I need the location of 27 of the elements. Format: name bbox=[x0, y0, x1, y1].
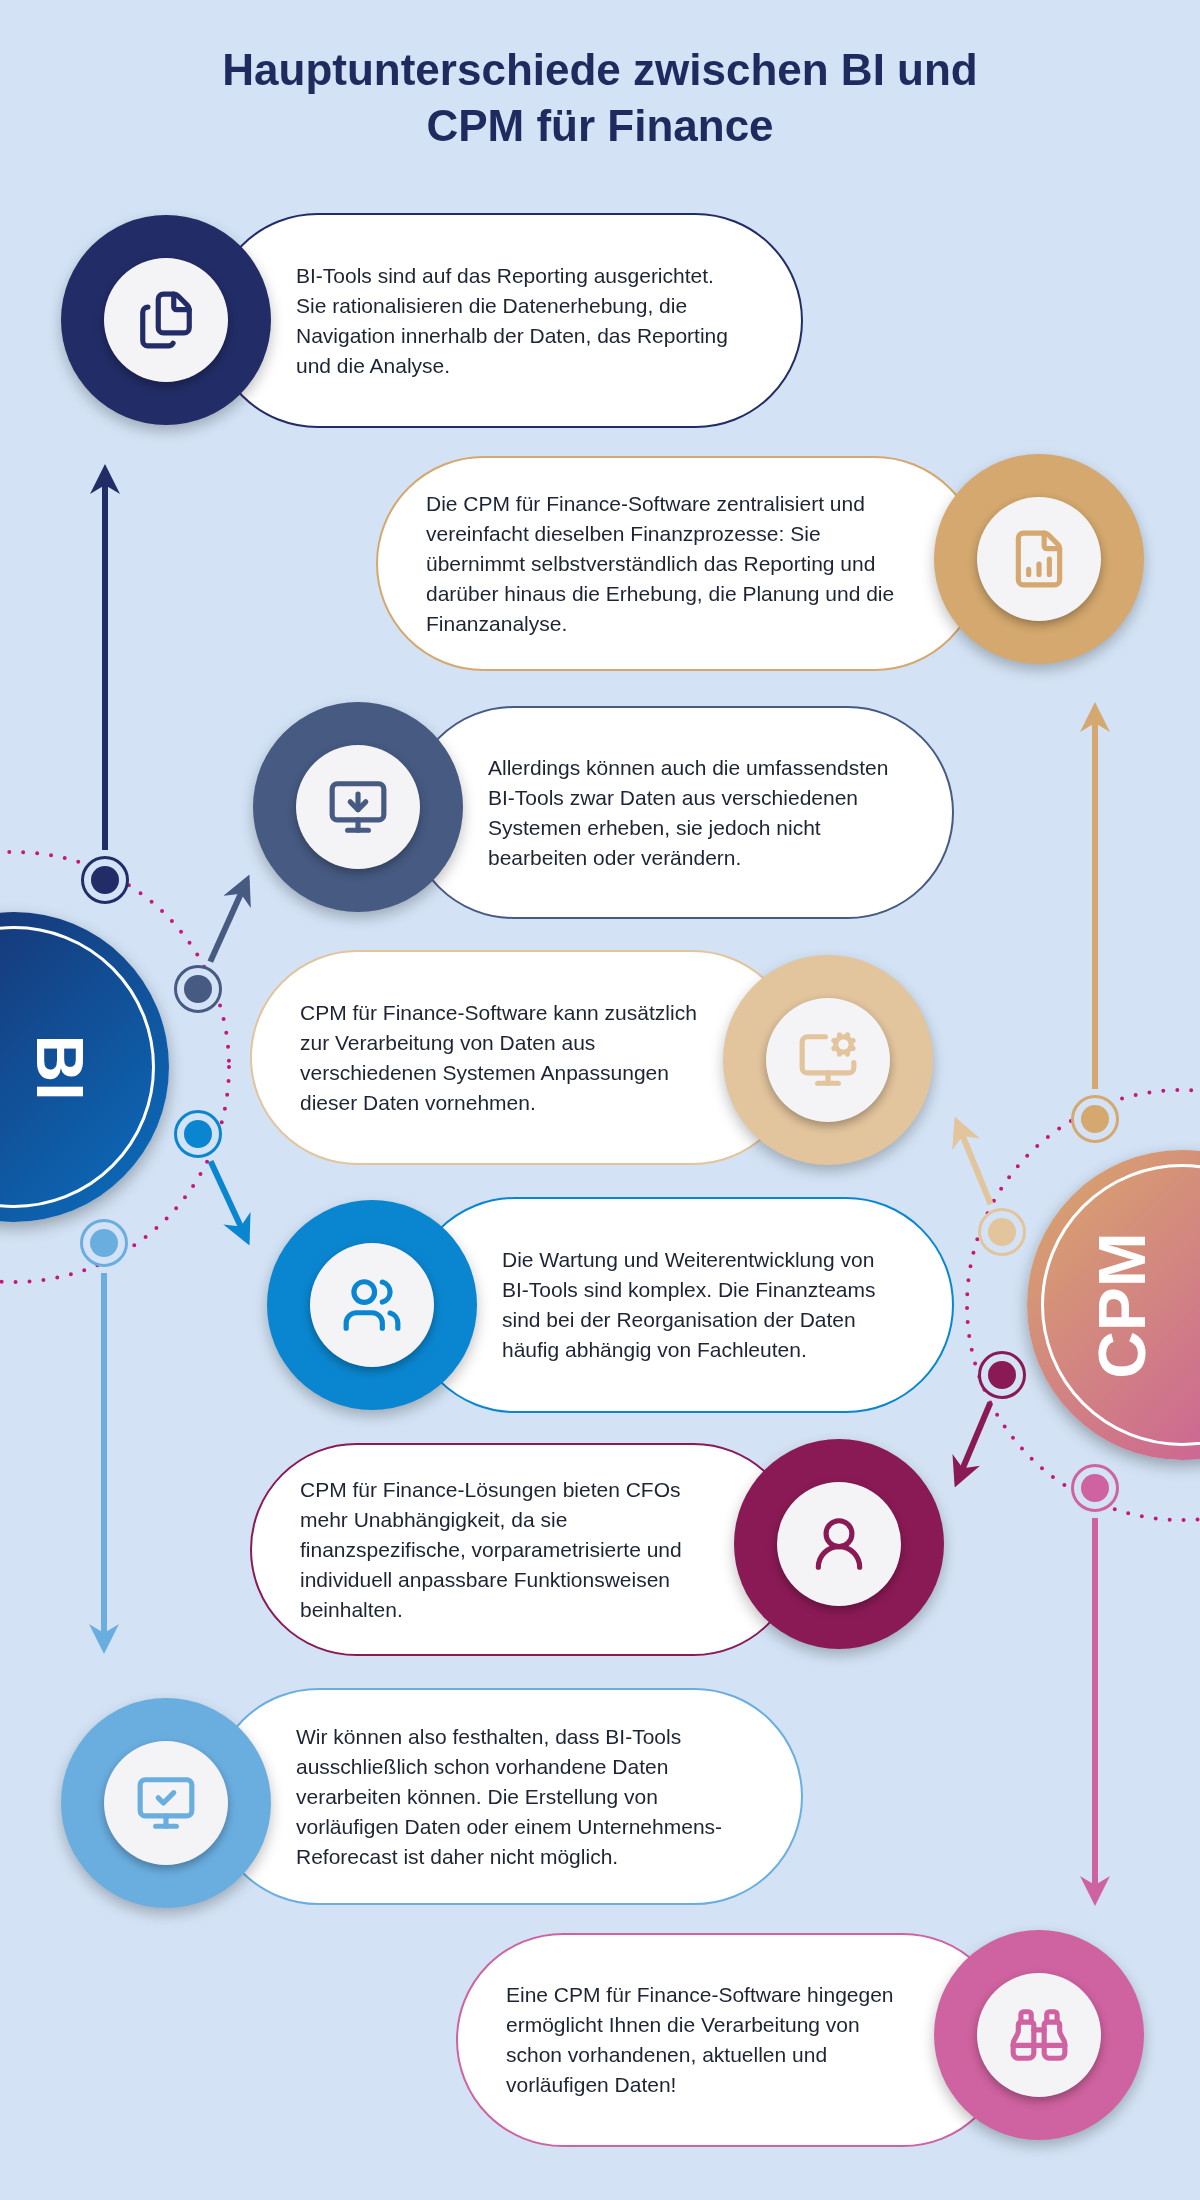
ring-marker bbox=[1071, 1095, 1119, 1143]
card-text: Die Wartung und Weiterentwicklung von BI-Tools sind komplex. Die Finanzteams sind bei der Reorganisation der Daten häufig abhängig von Fachleuten. bbox=[502, 1247, 877, 1363]
card-text: BI-Tools sind auf das Reporting ausgerichtet. Sie rationalisieren die Datenerhebung, die Navigation innerhalb der Daten, das Reporting und die Analyse. bbox=[296, 262, 729, 379]
card-text: Eine CPM für Finance-Software hingegen ermöglicht Ihnen die Verarbeitung von schon vorhandenen, aktuellen und vorläufigen Daten! bbox=[506, 1982, 895, 2098]
arrow bbox=[207, 874, 251, 963]
ring-marker bbox=[80, 1219, 128, 1267]
card-text: Wir können also festhalten, dass BI-Tools ausschließlich schon vorhandene Daten verarbeiten können. Die Erstellung von vorläufigen Daten oder einem Unternehmens-Reforecast ist daher nicht möglich. bbox=[296, 1723, 724, 1870]
arrow bbox=[89, 1273, 119, 1654]
arrow bbox=[90, 464, 120, 850]
title: Hauptunterschiede zwischen BI und CPM für Finance bbox=[221, 44, 979, 152]
arrow bbox=[1080, 702, 1110, 1089]
arrow bbox=[952, 1116, 994, 1206]
ring-marker bbox=[978, 1351, 1026, 1399]
card-text: Die CPM für Finance-Software zentralisiert und vereinfacht dieselben Finanzprozesse: Sie übernimmt selbstverständlich das Reporting und darüber hinaus die Erhebung, die Planung und die Finanzanalyse. bbox=[426, 490, 896, 637]
circle-label: CPM bbox=[1083, 1231, 1160, 1379]
ring-marker bbox=[1071, 1464, 1119, 1512]
ring-marker bbox=[174, 1110, 222, 1158]
ring-marker bbox=[81, 856, 129, 904]
arrow bbox=[207, 1159, 251, 1246]
ring-marker bbox=[978, 1208, 1026, 1256]
card-text: Allerdings können auch die umfassendsten BI-Tools zwar Daten aus verschiedenen Systemen erheben, sie jedoch nicht bearbeiten oder verändern. bbox=[488, 754, 890, 871]
ring-marker bbox=[174, 965, 222, 1013]
arrow bbox=[952, 1401, 994, 1488]
arrow bbox=[1080, 1518, 1110, 1906]
card-text: CPM für Finance-Lösungen bieten CFOs mehr Unabhängigkeit, da sie finanzspezifische, vorparametrisierte und individuell anpassbare Funktionsweisen beinhalten. bbox=[300, 1476, 683, 1623]
card-text: CPM für Finance-Software kann zusätzlich zur Verarbeitung von Daten aus verschiedenen Systemen Anpassungen dieser Daten vornehmen. bbox=[300, 999, 698, 1116]
circle-label: BI bbox=[21, 1034, 98, 1100]
